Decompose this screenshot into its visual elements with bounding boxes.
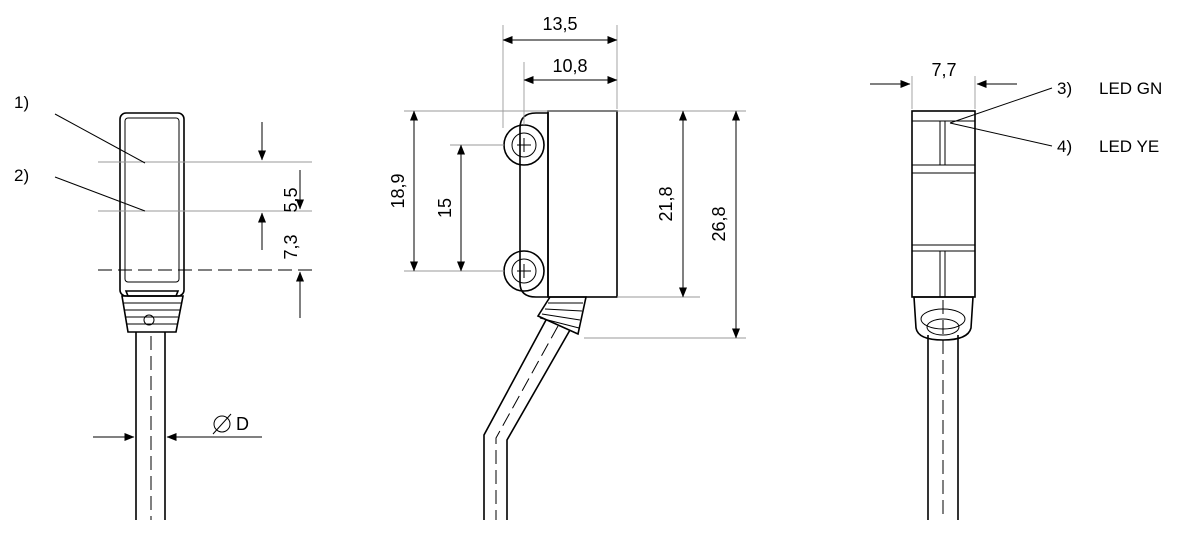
- dim-10-8: 10,8: [552, 56, 587, 76]
- dim-5-5: 5,5: [281, 187, 301, 212]
- diameter-symbol: [212, 413, 232, 435]
- dim-7-7: 7,7: [931, 60, 956, 80]
- end-view: [870, 76, 1053, 520]
- mounting-hole-bottom: [503, 250, 545, 292]
- dim-15: 15: [435, 198, 455, 218]
- side-view: [404, 25, 746, 520]
- dim-13-5: 13,5: [542, 14, 577, 34]
- dim-21-8: 21,8: [656, 186, 676, 221]
- led-ye-label: LED YE: [1099, 137, 1159, 156]
- cable-gland: [536, 296, 587, 336]
- callout-1: 1): [14, 93, 29, 112]
- callout-3: 3): [1057, 79, 1072, 98]
- front-view: [54, 112, 312, 520]
- led-gn-label: LED GN: [1099, 79, 1162, 98]
- callout-4: 4): [1057, 137, 1072, 156]
- dim-cable-d: D: [236, 414, 249, 434]
- dim-18-9: 18,9: [388, 173, 408, 208]
- dim-7-3: 7,3: [281, 234, 301, 259]
- mounting-hole-top: [503, 124, 545, 166]
- callout-2: 2): [14, 166, 29, 185]
- dim-26-8: 26,8: [709, 206, 729, 241]
